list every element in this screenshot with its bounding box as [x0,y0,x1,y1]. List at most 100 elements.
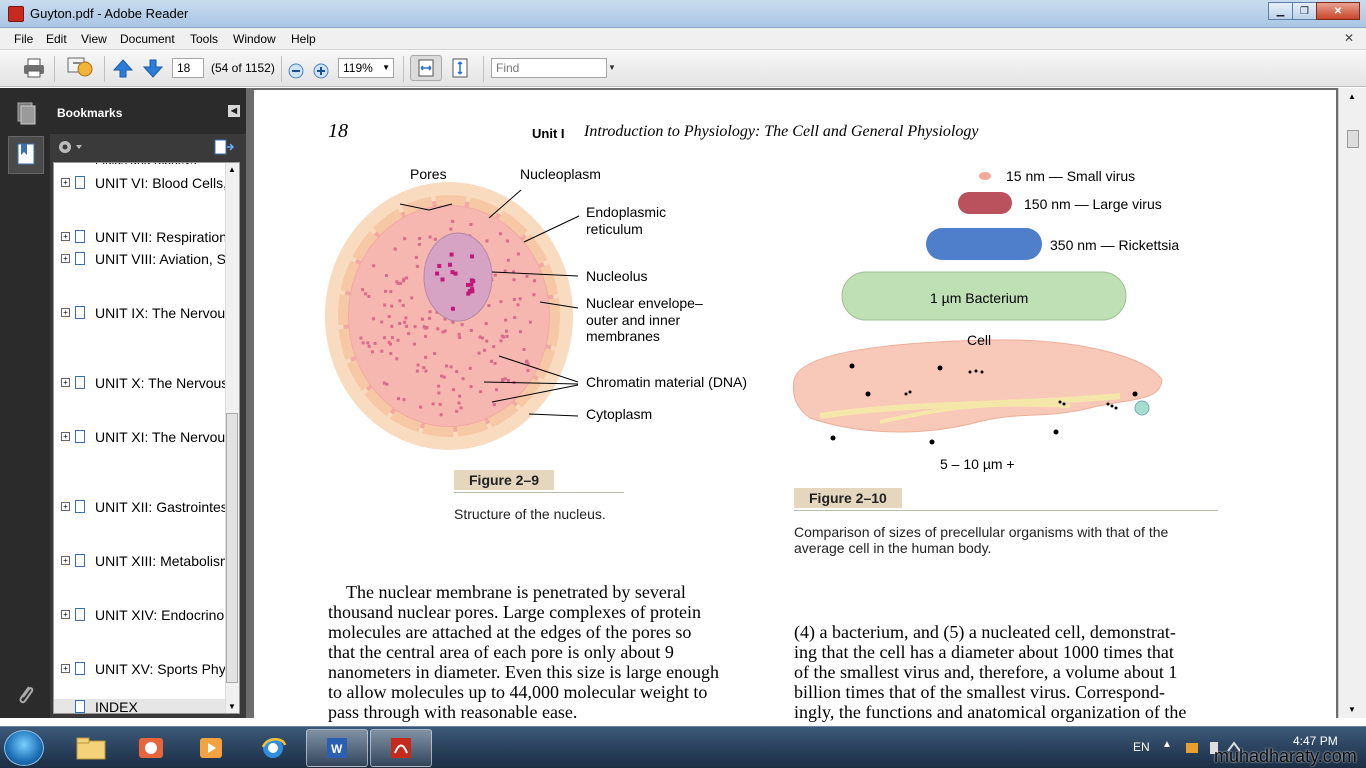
left-para-line: that the central area of each pore is on… [328,642,674,662]
bookmark-item[interactable]: +UNIT VIII: Aviation, Space, and Deep-Se… [54,251,239,303]
new-bookmark-icon[interactable] [212,138,234,156]
bookmark-page-icon [75,176,85,189]
next-page-button[interactable] [142,57,164,79]
start-button[interactable] [4,730,44,766]
menu-view[interactable]: View [81,32,107,46]
label-envelope-2: outer and inner [586,312,681,328]
label-pores: Pores [410,166,447,182]
bookmarks-scrollbar[interactable]: ▲ ▼ [225,163,239,713]
options-gear-icon[interactable] [56,138,86,156]
browser-taskbar-button[interactable] [242,729,304,767]
maximize-button[interactable]: ❐ [1292,2,1317,20]
document-scroll-thumb[interactable] [1347,130,1359,148]
figure-2-9-tag: Figure 2–9 [454,470,555,490]
explorer-taskbar-button[interactable] [60,729,122,767]
bookmark-item[interactable]: +UNIT XIII: Metabolism and Temperature R… [54,553,239,605]
expand-icon[interactable]: + [61,610,70,619]
bookmarks-tab[interactable] [8,136,44,174]
document-scrollbar[interactable]: ▲ ▼ [1338,88,1366,718]
scroll-up-icon[interactable]: ▲ [1348,92,1356,101]
left-para-line: molecules are attached at the edges of t… [328,622,692,642]
menu-window[interactable]: Window [233,32,276,46]
expand-icon[interactable]: + [61,432,70,441]
clock[interactable]: 4:47 PM [1293,734,1338,748]
navigation-rail [0,88,50,718]
scroll-down-icon[interactable]: ▼ [1348,705,1356,714]
zoom-value: 119% [343,61,373,75]
fit-page-button[interactable] [449,57,471,79]
scroll-up-icon[interactable]: ▲ [228,165,236,174]
left-para-line: to allow molecules up to 44,000 molecula… [328,682,708,702]
system-tray-icons[interactable] [1184,739,1244,757]
fit-page-icon [452,58,468,78]
page-number: 18 [328,120,348,142]
print-button[interactable] [22,57,46,79]
right-para-line: ing that the cell has a diameter about 1… [794,642,1174,662]
label-cell: Cell [967,332,992,348]
unit-label: Unit I [532,126,565,141]
menu-document[interactable]: Document [120,32,175,46]
bookmark-item[interactable]: +UNIT XIV: Endocrinology and Reproductio… [54,607,239,659]
expand-icon[interactable]: + [61,502,70,511]
scroll-down-icon[interactable]: ▼ [228,702,236,711]
label-envelope: Nuclear envelope– [586,295,703,311]
adobe-reader-icon [8,6,24,22]
bookmark-page-icon [75,376,85,389]
expand-icon[interactable]: + [61,556,70,565]
find-input[interactable]: Find [491,58,607,78]
presentation-taskbar-button[interactable] [120,729,182,767]
label-nucleolus: Nucleolus [586,268,648,284]
bookmark-item[interactable]: +UNIT X: The Nervous System: B. The Spec… [54,375,239,427]
expand-icon[interactable]: + [61,378,70,387]
page-count: (54 of 1152) [211,61,275,75]
figure-2-10-caption-line2: average cell in the human body. [794,540,992,556]
fit-width-button[interactable] [410,55,442,81]
menu-tools[interactable]: Tools [190,32,219,46]
zoom-out-button[interactable] [288,60,304,82]
minimize-button[interactable]: ▁ [1268,2,1293,20]
label-endoplasmic: Endoplasmic [586,204,667,220]
attachment-icon[interactable] [13,682,39,708]
zoom-select[interactable]: 119%▼ [338,58,394,78]
language-indicator[interactable]: EN [1133,740,1150,754]
adobe-reader-taskbar-button[interactable] [370,729,432,767]
collaborate-button[interactable] [65,56,95,78]
bookmark-item[interactable]: +UNIT VI: Blood Cells, Immunity, and Blo… [54,175,239,227]
document-close-icon[interactable]: ✕ [1343,31,1354,45]
label-reticulum: reticulum [586,221,643,237]
menu-file[interactable]: File [14,32,34,46]
bookmark-item[interactable]: +UNIT XI: The Nervous System: C. Motor a… [54,429,239,497]
page-number-input[interactable]: 18 [172,58,204,78]
arrow-down-icon [142,59,164,78]
bookmark-item[interactable]: +UNIT XII: Gastrointestinal Physiology [54,499,239,551]
find-dropdown-icon[interactable]: ▼ [608,63,616,72]
close-button[interactable]: ✕ [1316,2,1360,20]
expand-icon[interactable]: + [61,178,70,187]
window-title: Guyton.pdf - Adobe Reader [30,6,189,21]
pages-icon[interactable] [13,100,39,126]
powerpoint-icon [139,738,163,758]
word-taskbar-button[interactable]: W [306,729,368,767]
bookmark-item[interactable]: +UNIT IX: The Nervous System: A. General… [54,305,239,373]
scroll-thumb[interactable] [226,413,238,683]
expand-icon[interactable]: + [61,664,70,673]
left-para-line: thousand nuclear pores. Large complexes … [328,602,702,622]
zoom-in-button[interactable] [313,60,329,82]
bookmark-item[interactable]: +UNIT VII: Respiration [54,229,227,247]
expand-icon[interactable]: + [61,232,70,241]
bookmark-item[interactable]: +UNIT XV: Sports Physiology [54,661,239,697]
expand-icon[interactable]: + [61,254,70,263]
figure-2-10-caption-line1: Comparison of sizes of precellular organ… [794,524,1169,540]
media-taskbar-button[interactable] [180,729,242,767]
bookmark-item-index[interactable]: INDEX [54,699,226,713]
tray-expand-icon[interactable]: ▲ [1162,739,1172,750]
figure-2-10-tag: Figure 2–10 [794,488,902,508]
nucleolus-dots [435,252,476,311]
menu-edit[interactable]: Edit [46,32,67,46]
collapse-panel-button[interactable]: ◀ [228,105,240,117]
expand-icon[interactable]: + [61,308,70,317]
internet-explorer-icon [261,738,287,758]
previous-page-button[interactable] [112,57,134,79]
pdf-icon [391,738,411,758]
menu-help[interactable]: Help [291,32,316,46]
